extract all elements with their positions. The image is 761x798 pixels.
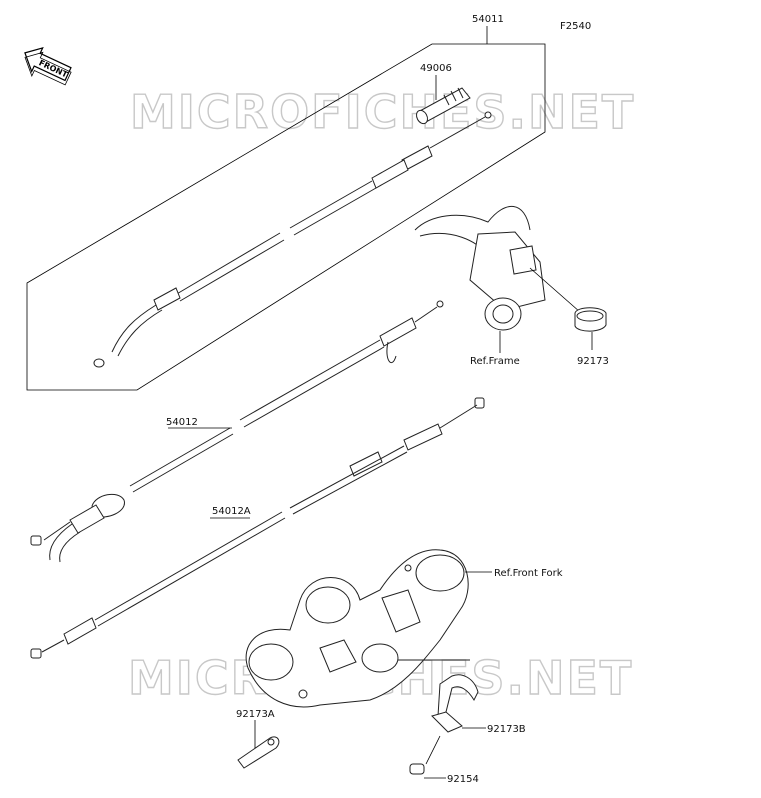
cable-54012A [30,397,485,659]
part-label-92173B: 92173B [487,724,526,735]
part-label-54012: 54012 [166,417,198,428]
watermark-top: MICROFICHES.NET [130,85,635,139]
part-label-92173: 92173 [577,356,609,367]
cable-54012 [30,300,444,563]
part-label-49006: 49006 [420,63,452,74]
clip-92173A [237,720,280,769]
ref-front-fork-label: Ref.Front Fork [494,568,563,579]
cable-54011 [93,111,492,368]
bolt-92154 [409,735,446,779]
ref-frame-label: Ref.Frame [470,356,520,367]
clamp-92173 [529,267,607,350]
part-label-54012A: 54012A [212,506,251,517]
assembly-box-54011 [26,43,546,391]
fork-bracket-reference [245,549,492,708]
part-label-92173A: 92173A [236,709,275,720]
frame-reference [414,205,546,353]
bushing-49006 [415,87,471,125]
figure-code: F2540 [560,21,591,32]
guide-92173B [398,659,486,733]
part-label-54011: 54011 [472,14,504,25]
part-label-92154: 92154 [447,774,479,785]
front-arrow-icon: FRONT [24,46,72,86]
